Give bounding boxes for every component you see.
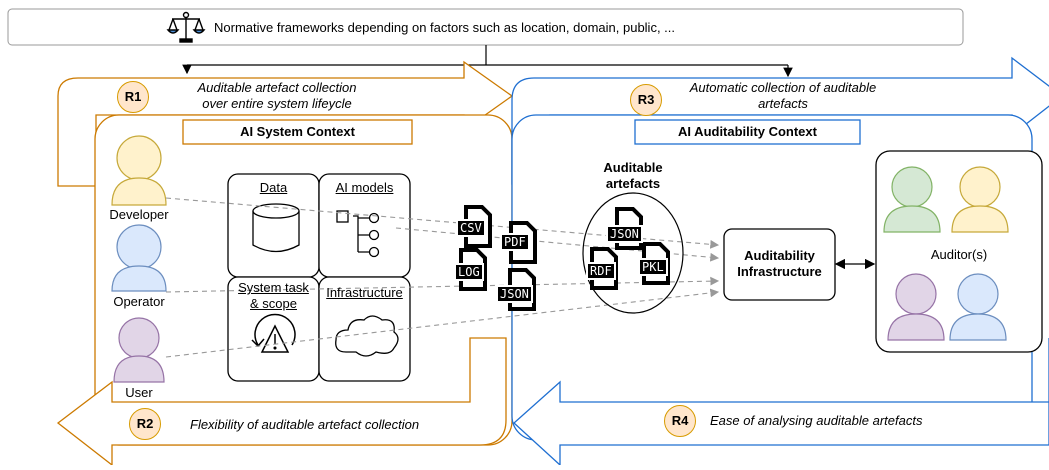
r4-text: Ease of analysing auditable artefacts	[710, 413, 923, 428]
system-context-tab	[182, 119, 413, 145]
system-context-title: AI System Context	[240, 124, 355, 139]
r1-text: Auditable artefact collection over entir…	[197, 80, 357, 111]
auditable-artefacts-ellipse	[582, 192, 684, 314]
badge-r2: R2	[129, 408, 161, 440]
r3-text: Automatic collection of auditable artefa…	[689, 80, 877, 111]
badge-r3: R3	[630, 84, 662, 116]
file-tag-json-collected: JSON	[606, 225, 643, 243]
person-icon	[111, 135, 167, 206]
auditability-context-title: AI Auditability Context	[678, 124, 817, 139]
file-tag-pkl: PKL	[638, 258, 668, 276]
warning-icon	[251, 313, 296, 353]
file-tag-rdf: RDF	[586, 262, 616, 280]
auditability-infrastructure-label: Auditability Infrastructure	[737, 248, 822, 279]
header-text: Normative frameworks depending on factor…	[214, 20, 676, 35]
data-label: Data	[259, 180, 288, 195]
r2-arrow	[56, 337, 507, 467]
ai-models-label: AI models	[335, 180, 394, 195]
user-label: User	[125, 385, 153, 400]
auditors-label: Auditor(s)	[930, 247, 988, 262]
r4-arrow	[513, 338, 1049, 467]
file-tag-csv: CSV	[456, 219, 486, 237]
file-tag-log: LOG	[454, 263, 484, 281]
auditable-artefacts-title: Auditable artefacts	[603, 160, 663, 191]
scales-icon	[166, 11, 206, 43]
cloud-icon	[335, 315, 399, 357]
person-icon	[111, 224, 167, 292]
operator-label: Operator	[113, 294, 165, 309]
r2-text: Flexibility of auditable artefact collec…	[190, 417, 420, 432]
infrastructure-label: Infrastructure	[326, 285, 403, 300]
person-icon	[883, 166, 941, 233]
auditability-context-tab	[634, 119, 861, 145]
developer-label: Developer	[109, 207, 169, 222]
file-tag-json: JSON	[496, 285, 533, 303]
person-icon	[113, 317, 165, 383]
system-task-label: System task & scope	[238, 280, 309, 311]
badge-r4: R4	[664, 405, 696, 437]
badge-r1: R1	[117, 81, 149, 113]
database-icon	[252, 203, 300, 253]
person-icon	[949, 273, 1007, 341]
person-icon	[951, 166, 1009, 233]
person-icon	[887, 273, 945, 341]
file-tag-pdf: PDF	[500, 233, 530, 251]
